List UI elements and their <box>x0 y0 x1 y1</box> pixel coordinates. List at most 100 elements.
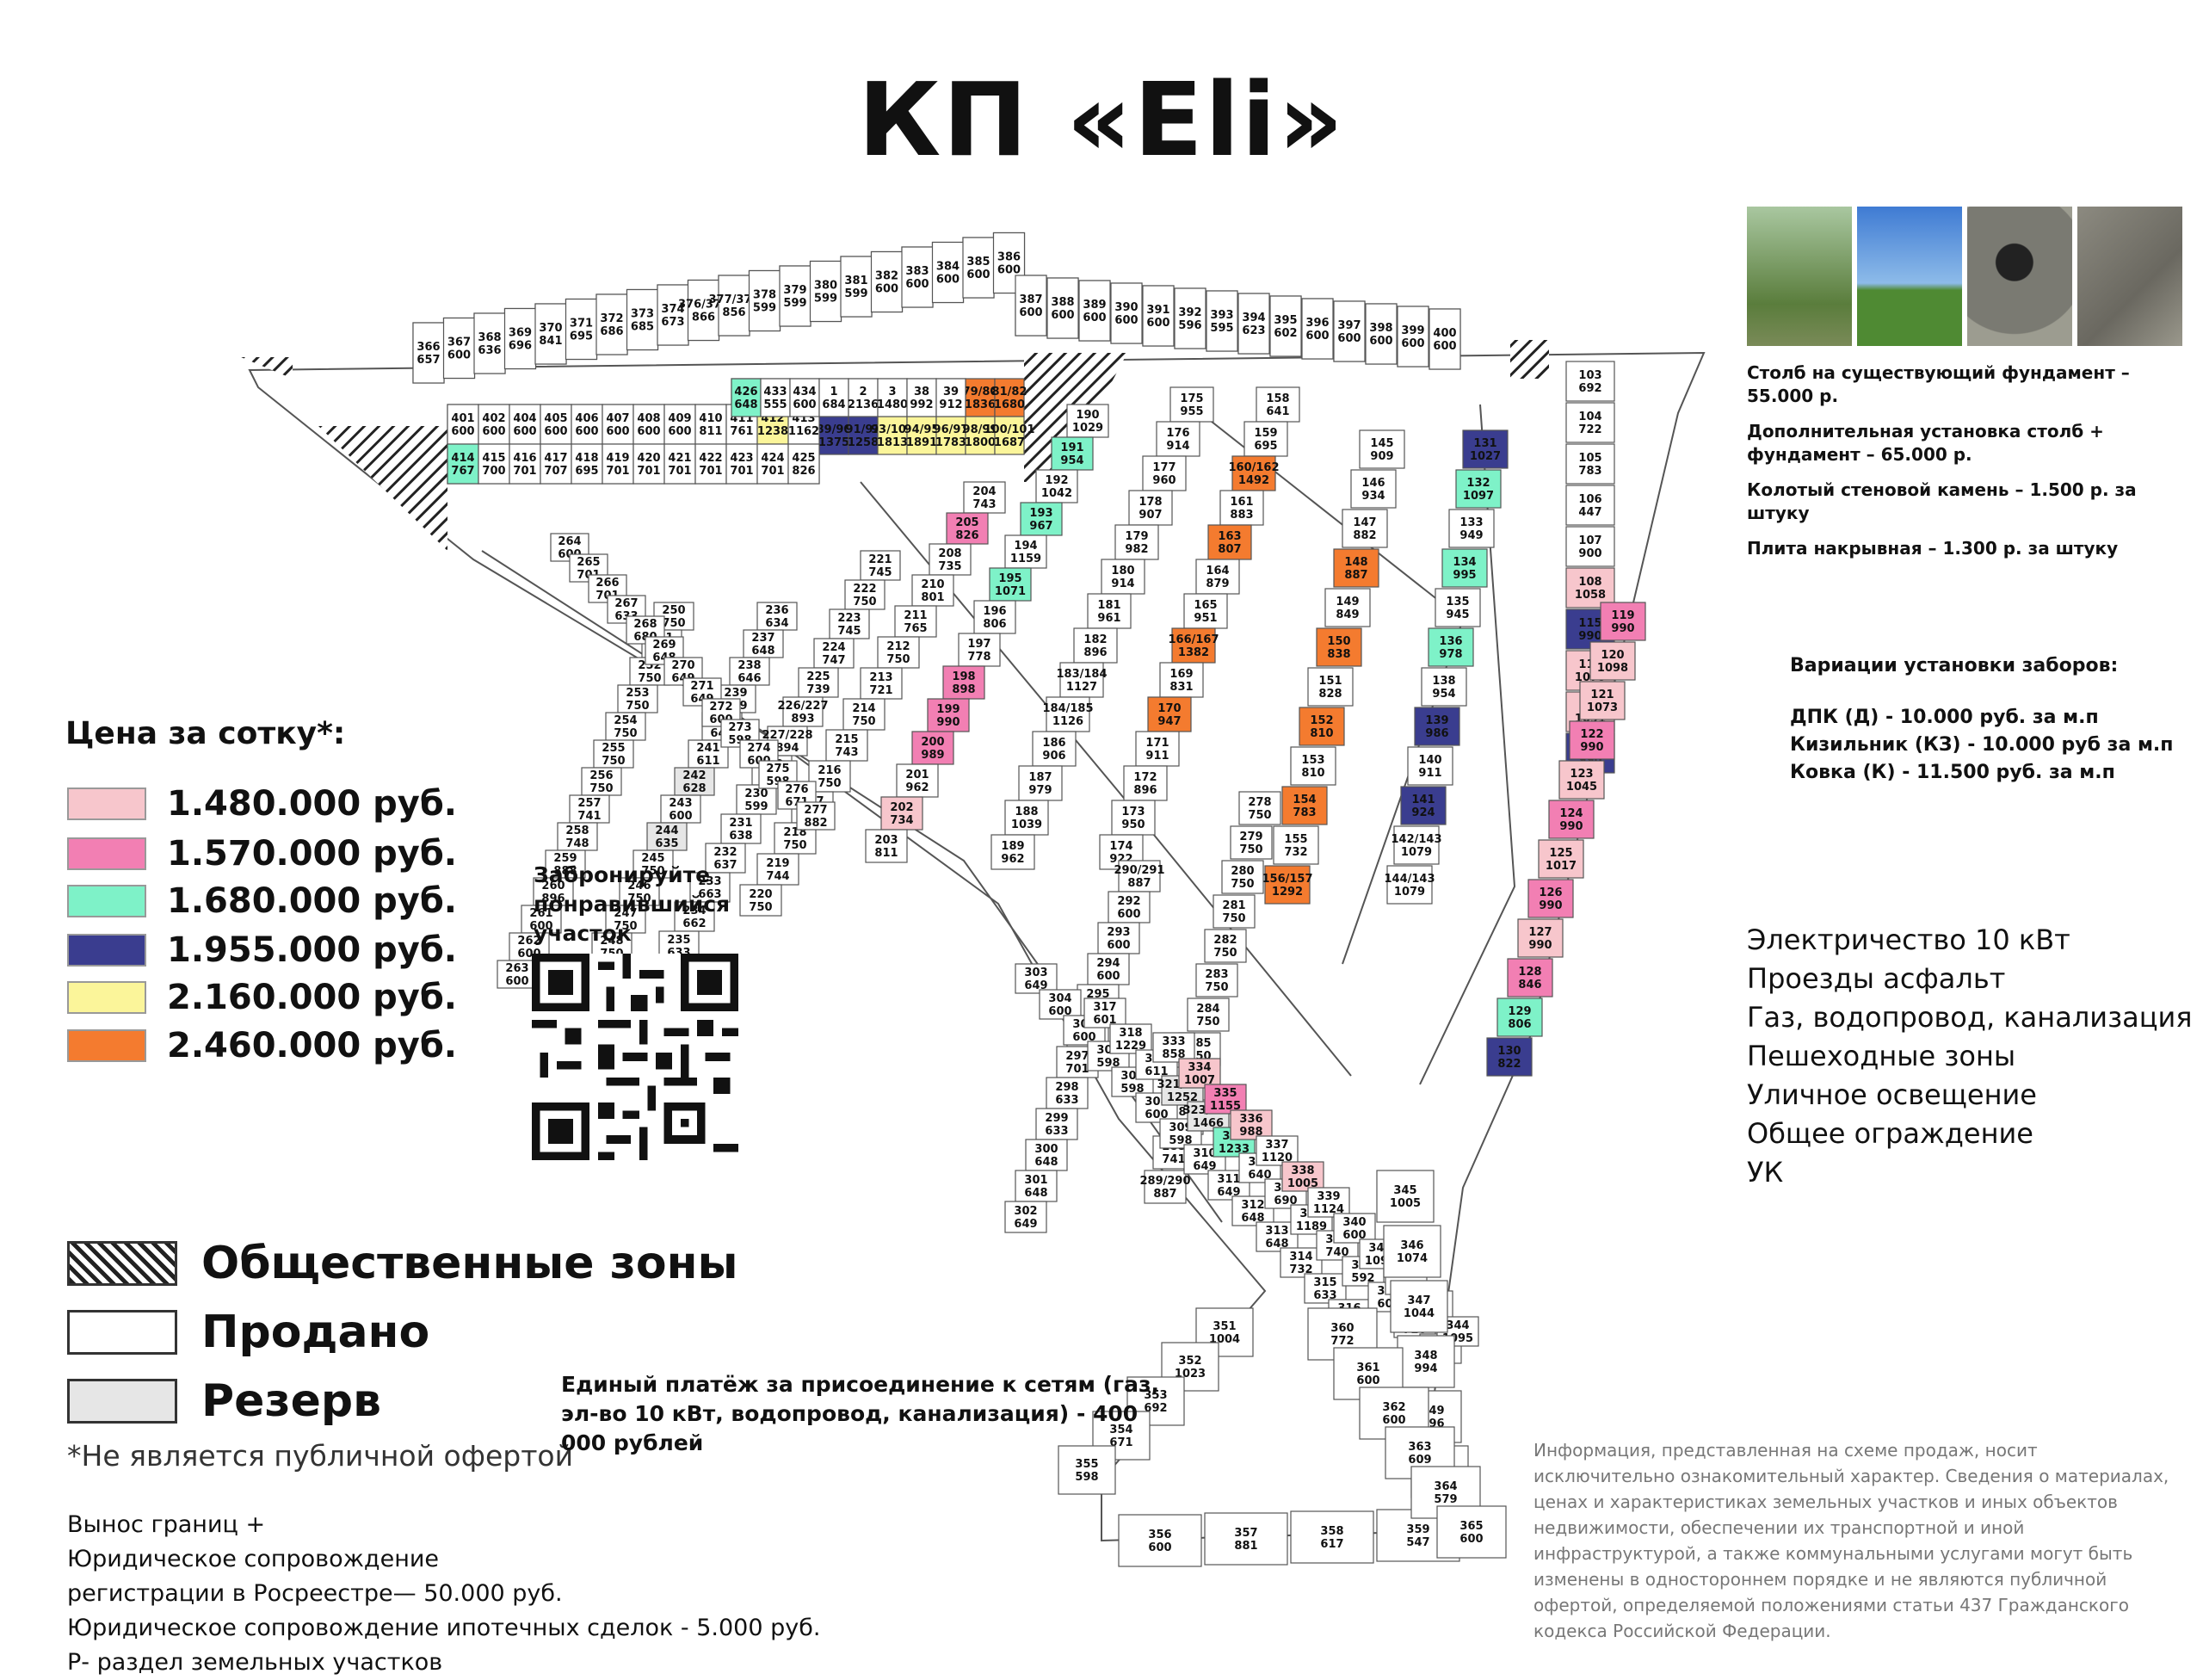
lot-shape[interactable] <box>813 638 855 669</box>
lot-shape[interactable] <box>1159 662 1204 698</box>
lot-shape[interactable] <box>1087 953 1130 985</box>
lot-shape[interactable] <box>894 605 937 638</box>
lot-shape[interactable] <box>1032 731 1077 767</box>
lot-shape[interactable] <box>1299 707 1345 746</box>
lot-shape[interactable] <box>935 416 966 455</box>
lot-shape[interactable] <box>973 600 1016 634</box>
lot-shape[interactable] <box>1183 593 1228 629</box>
lot-shape[interactable] <box>1221 860 1264 894</box>
lot-shape[interactable] <box>447 443 479 485</box>
lot-shape[interactable] <box>1114 524 1159 560</box>
lot-shape[interactable] <box>825 729 868 762</box>
lot-shape[interactable] <box>736 784 777 815</box>
lot-shape[interactable] <box>1156 421 1200 457</box>
lot-shape[interactable] <box>965 416 996 455</box>
lot-shape[interactable] <box>557 822 598 851</box>
lot-shape[interactable] <box>1407 746 1453 786</box>
lot-shape[interactable] <box>533 877 574 906</box>
lot-shape[interactable] <box>1441 548 1488 588</box>
lot-shape[interactable] <box>1281 786 1328 825</box>
lot-shape[interactable] <box>1376 1170 1435 1223</box>
lot-shape[interactable] <box>1144 1170 1187 1204</box>
lot-shape[interactable] <box>1015 963 1058 994</box>
lot-shape[interactable] <box>989 567 1032 602</box>
lot-shape[interactable] <box>569 794 610 824</box>
lot-shape[interactable] <box>1135 731 1180 767</box>
lot-shape[interactable] <box>545 849 586 879</box>
lot-shape[interactable] <box>1171 627 1216 664</box>
lot-shape[interactable] <box>906 378 937 417</box>
lot-shape[interactable] <box>739 884 782 917</box>
lot-shape[interactable] <box>497 960 538 989</box>
lot-shape[interactable] <box>1548 800 1595 839</box>
lot-shape[interactable] <box>865 829 908 863</box>
lot-shape[interactable] <box>689 872 731 903</box>
lot-shape[interactable] <box>1035 1108 1078 1140</box>
lot-shape[interactable] <box>743 629 784 658</box>
lot-shape[interactable] <box>619 877 660 906</box>
lot-shape[interactable] <box>848 378 879 417</box>
lot-shape[interactable] <box>756 443 789 485</box>
lot-shape[interactable] <box>994 416 1025 455</box>
lot-shape[interactable] <box>1589 641 1636 681</box>
lot-shape[interactable] <box>911 731 954 765</box>
lot-shape[interactable] <box>1507 958 1553 998</box>
lot-shape[interactable] <box>663 443 696 485</box>
lot-shape[interactable] <box>796 801 836 831</box>
lot-shape[interactable] <box>674 767 715 796</box>
lot-shape[interactable] <box>1169 386 1214 423</box>
lot-shape[interactable] <box>1213 894 1256 929</box>
